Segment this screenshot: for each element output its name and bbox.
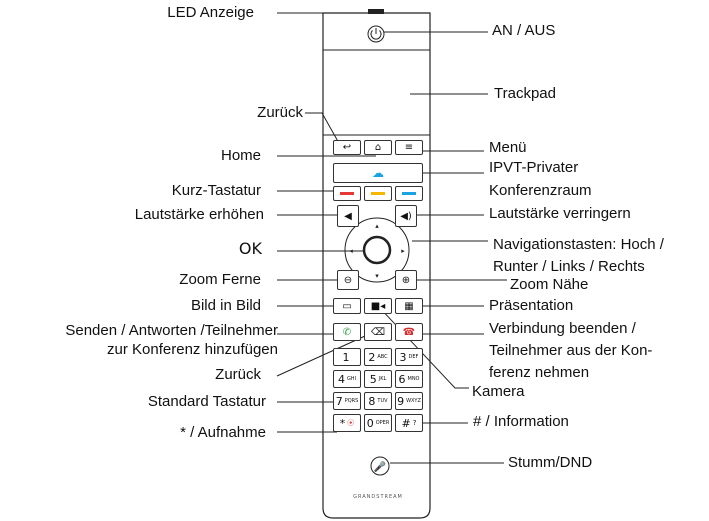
label-standard-keys: Standard Tastatur (147, 393, 266, 410)
hangup-icon: ☎ (402, 326, 416, 338)
nav-up-icon: ▴ (375, 222, 379, 230)
pip-button[interactable]: ▭ (333, 298, 361, 314)
speaker-loud-icon: ◀) (400, 210, 412, 222)
label-ipvt-2: Konferenzraum (489, 182, 592, 199)
label-camera: Kamera (472, 383, 525, 400)
presentation-icon: ▦ (404, 300, 414, 312)
led-indicator (368, 9, 384, 14)
label-pip: Bild in Bild (190, 297, 261, 314)
camera-icon: ■◂ (370, 300, 386, 312)
camera-button[interactable]: ■◂ (364, 298, 392, 314)
label-mute: Stumm/DND (508, 454, 593, 471)
zoom-out-button[interactable]: ⊖ (337, 270, 359, 290)
pip-icon: ▭ (342, 300, 352, 312)
label-power: AN / AUS (492, 22, 556, 39)
label-end-3: ferenz nehmen (489, 364, 590, 381)
label-end-2: Teilnehmer aus der Kon- (489, 342, 653, 359)
label-end-1: Verbindung beenden / (489, 320, 636, 337)
phone-add-icon: ✆ (342, 326, 352, 338)
end-call-button[interactable]: ☎ (395, 323, 423, 341)
blue-bar-icon (402, 192, 416, 195)
label-trackpad: Trackpad (494, 85, 556, 102)
menu-button[interactable]: ≡ (395, 140, 423, 155)
yellow-bar-icon (371, 192, 385, 195)
label-volume-down: Lautstärke verringern (489, 205, 631, 222)
nav-down-icon: ▾ (375, 272, 379, 280)
speaker-icon: ◀ (344, 210, 352, 222)
ok-button (362, 235, 392, 265)
blue-key[interactable] (395, 186, 423, 201)
nav-right-icon: ▸ (401, 247, 405, 255)
label-send-1: Senden / Antworten /Teilnehmer (65, 322, 278, 339)
presentation-button[interactable]: ▦ (395, 298, 423, 314)
backspace-button[interactable]: ⌫ (364, 323, 392, 341)
back-icon: ↩ (342, 142, 352, 153)
mic-off-icon: 🎤 (374, 460, 387, 473)
back-button[interactable]: ↩ (333, 140, 361, 155)
label-menu: Menü (489, 139, 527, 156)
key-star[interactable]: *⦿ (333, 414, 361, 432)
key-hash[interactable]: #? (395, 414, 423, 432)
label-nav-1: Navigationstasten: Hoch / (493, 236, 664, 253)
backspace-icon: ⌫ (370, 326, 386, 338)
label-back-bottom: Zurück (215, 366, 261, 383)
key-1[interactable]: 1 (333, 348, 361, 366)
info-icon: ? (412, 419, 417, 427)
power-icon (370, 30, 382, 40)
home-icon: ⌂ (374, 142, 382, 153)
label-short-keys: Kurz-Tastatur (171, 182, 261, 199)
label-ok: OK (238, 239, 262, 258)
label-zoom-far: Zoom Ferne (179, 271, 261, 288)
zoom-in-icon: ⊕ (401, 274, 411, 286)
ipvt-button[interactable]: ☁ (333, 163, 423, 183)
volume-up-button[interactable]: ◀ (337, 205, 359, 227)
volume-down-button[interactable]: ◀) (395, 205, 417, 227)
record-icon: ⦿ (347, 419, 355, 427)
label-led: LED Anzeige (167, 4, 254, 21)
label-info: # / Information (473, 413, 569, 430)
label-record: * / Aufnahme (180, 424, 266, 441)
label-ipvt-1: IPVT-Privater (489, 159, 579, 176)
label-zoom-near: Zoom Nähe (510, 276, 589, 293)
menu-icon: ≡ (404, 142, 414, 153)
yellow-key[interactable] (364, 186, 392, 201)
label-volume-up: Lautstärke erhöhen (134, 206, 264, 223)
label-back-top: Zurück (257, 104, 303, 121)
zoom-out-icon: ⊖ (343, 274, 353, 286)
label-home: Home (220, 147, 261, 164)
mute-button (370, 456, 390, 476)
red-key[interactable] (333, 186, 361, 201)
cloud-icon: ☁ (372, 166, 384, 180)
zoom-in-button[interactable]: ⊕ (395, 270, 417, 290)
red-bar-icon (340, 192, 354, 195)
brand-logo: GRANDSTREAM (353, 494, 403, 500)
label-nav-2: Runter / Links / Rechts (493, 258, 645, 275)
label-send-2: zur Konferenz hinzufügen (107, 341, 278, 358)
send-button[interactable]: ✆ (333, 323, 361, 341)
home-button[interactable]: ⌂ (364, 140, 392, 155)
label-presentation: Präsentation (489, 297, 574, 314)
